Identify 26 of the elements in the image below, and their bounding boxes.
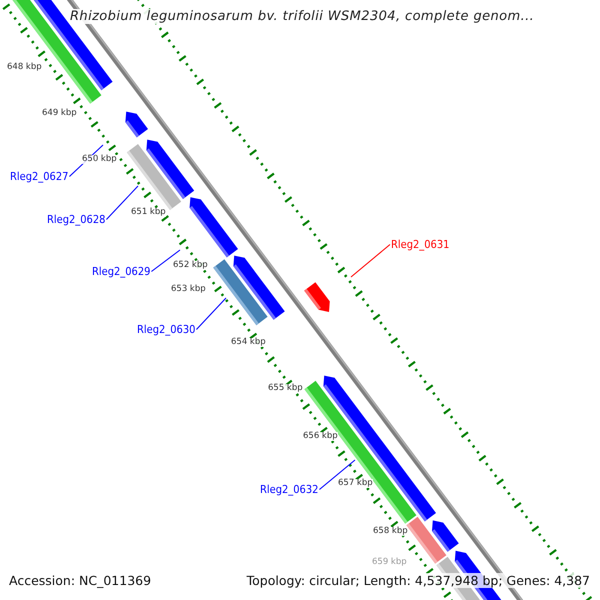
accession-text: Accession: NC_011369: [9, 573, 152, 588]
scale-label: 655 kbp: [268, 384, 303, 392]
genome-summary-text: Topology: circular; Length: 4,537,948 bp; Genes: 4,387: [244, 573, 592, 588]
scale-label: 653 kbp: [171, 285, 206, 294]
scale-label: 650 kbp: [82, 155, 117, 164]
leader-line: [350, 244, 390, 278]
scale-label: 651 kbp: [131, 208, 166, 216]
leader-line: [150, 250, 180, 272]
scale-label: 656 kbp: [303, 432, 338, 440]
leader-line: [196, 298, 226, 330]
gene-label: Rleg2_0629: [92, 265, 150, 278]
scale-label: 658 kbp: [373, 527, 408, 536]
scale-label: 657 kbp: [338, 479, 373, 488]
scale-label: 659 kbp: [372, 558, 407, 566]
gene-label: Rleg2_0627: [10, 170, 68, 183]
leader-line: [318, 460, 356, 490]
gene-label: Rleg2_0631: [391, 238, 450, 251]
gene-label: Rleg2_0632: [260, 483, 318, 496]
scale-label: 648 kbp: [7, 63, 42, 72]
scale-label: 649 kbp: [42, 109, 77, 118]
gene-label: Rleg2_0628: [47, 213, 106, 226]
scale-label: 652 kbp: [173, 261, 208, 270]
gene-label: Rleg2_0630: [137, 323, 196, 336]
leader-line: [106, 186, 138, 220]
scale-label: 654 kbp: [231, 338, 266, 346]
map-title: Rhizobium leguminosarum bv. trifolii WSM2304, complete genom...: [70, 9, 534, 24]
